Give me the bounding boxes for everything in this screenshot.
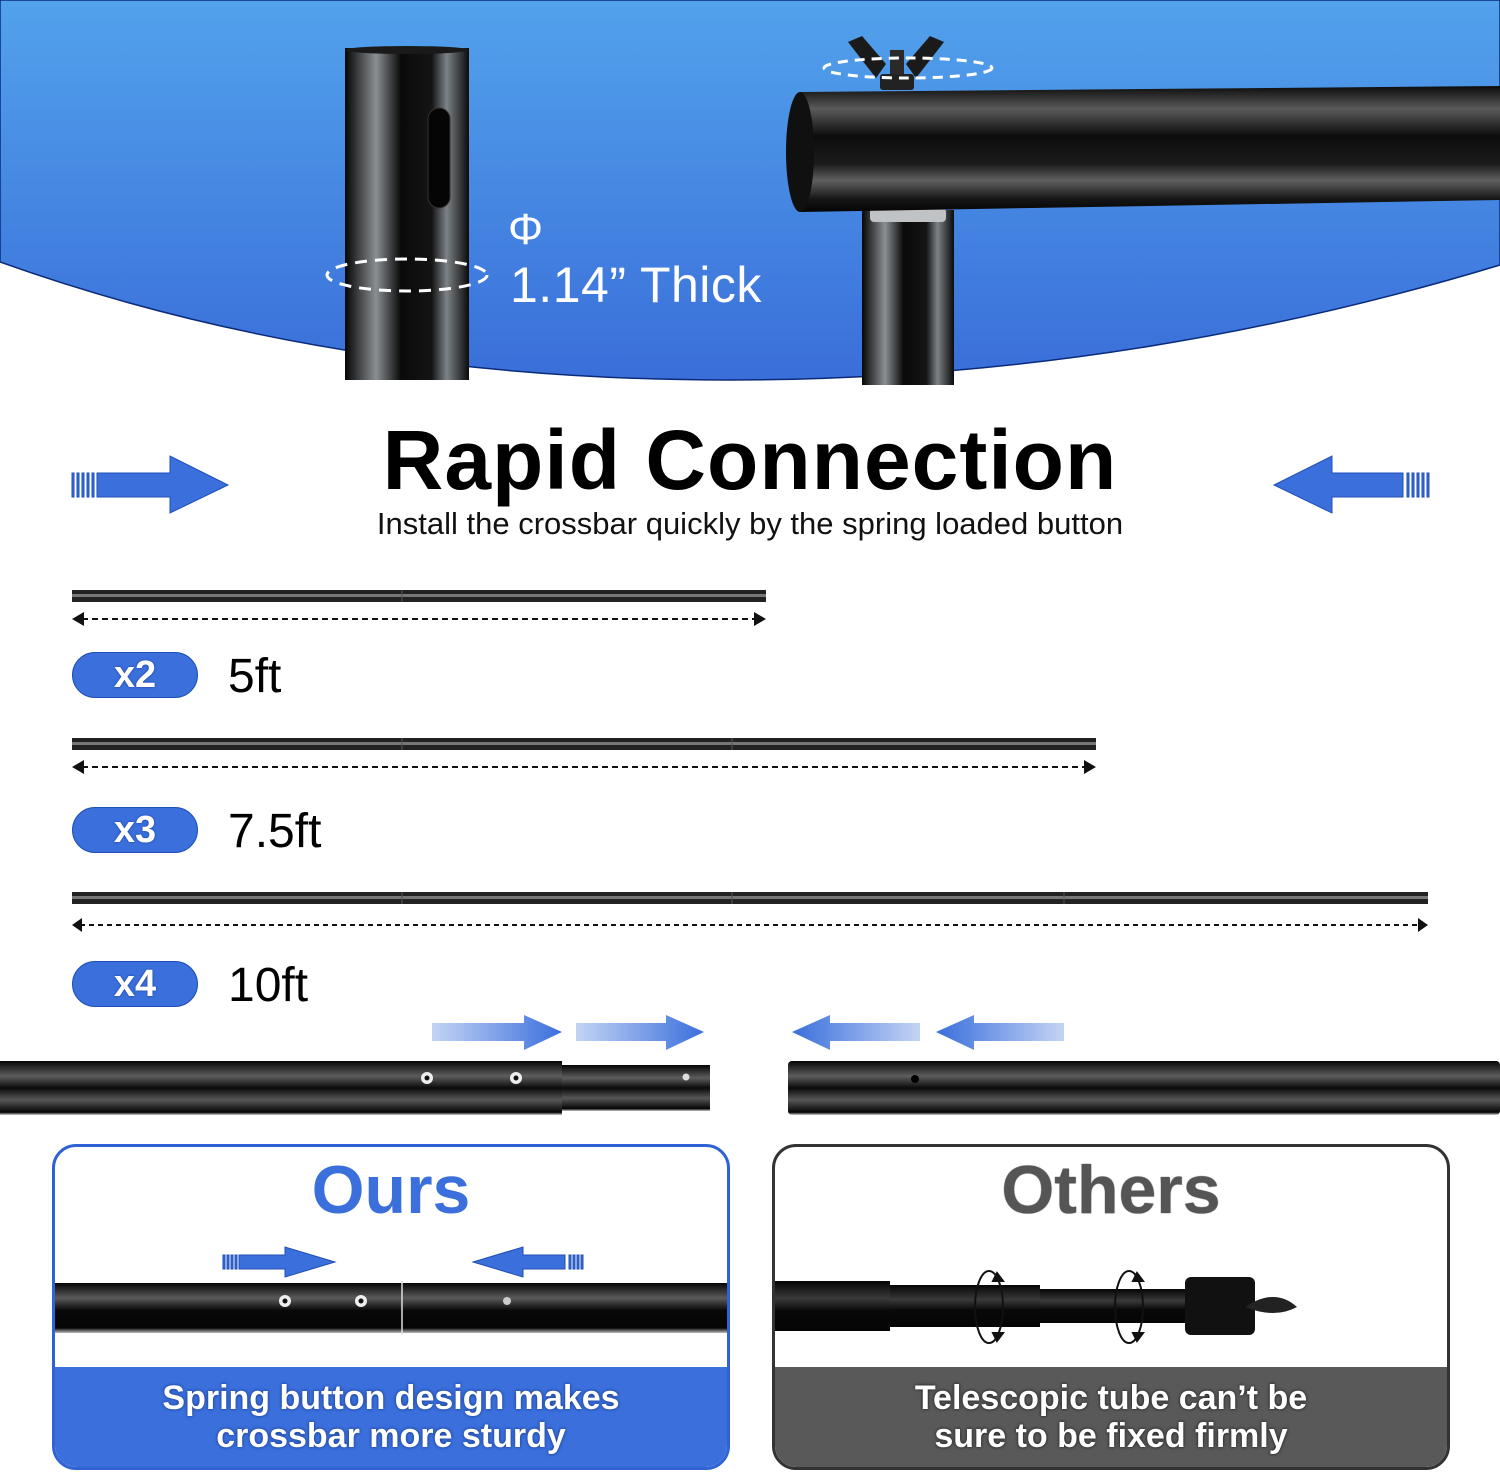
ours-caption-line1: Spring button design makes	[162, 1379, 620, 1417]
ours-caption-line2: crossbar more sturdy	[216, 1417, 566, 1455]
comparison-card-others: Others Telescopic tube can’t be	[772, 1144, 1450, 1470]
quantity-badge: x3	[72, 807, 198, 853]
crossbar-with-wing-nut-icon	[786, 36, 1500, 385]
quantity-badge: x4	[72, 961, 198, 1007]
others-title: Others	[1001, 1152, 1221, 1228]
others-caption-line1: Telescopic tube can’t be	[914, 1379, 1308, 1417]
arrow-left-icon	[1272, 455, 1430, 514]
arrow-left-icon	[471, 1246, 584, 1278]
others-tube-illustration	[775, 1270, 1297, 1344]
crossbar-diagram-7-5ft	[72, 738, 1096, 774]
crossbar-diagram-10ft	[72, 892, 1428, 932]
diameter-symbol: Φ	[508, 205, 544, 254]
ours-title: Ours	[311, 1152, 471, 1228]
rotate-arrow-icon	[974, 1270, 1005, 1344]
length-label: 5ft	[228, 650, 282, 703]
page-title: Rapid Connection	[382, 413, 1118, 507]
length-label: 10ft	[228, 959, 309, 1012]
page-subtitle: Install the crossbar quickly by the spri…	[376, 506, 1124, 541]
tube-with-slot-icon	[325, 46, 489, 380]
thickness-label: 1.14” Thick	[510, 257, 762, 313]
insert-arrow-right-icon	[576, 1015, 704, 1050]
hero-banner	[0, 0, 1500, 385]
insert-arrow-left-icon	[936, 1015, 1064, 1050]
rotate-arrow-icon	[1114, 1270, 1145, 1344]
quantity-badge: x2	[72, 652, 198, 698]
length-label: 7.5ft	[228, 805, 322, 858]
tube-connection-illustration	[0, 1015, 1500, 1115]
insert-arrow-right-icon	[432, 1015, 562, 1050]
arrow-right-icon	[222, 1246, 337, 1278]
arrow-right-icon	[71, 455, 230, 514]
comparison-card-ours: Ours Spring button desig	[52, 1144, 730, 1470]
others-caption: Telescopic tube can’t be sure to be fixe…	[775, 1367, 1447, 1467]
insert-arrow-left-icon	[792, 1015, 920, 1050]
others-caption-line2: sure to be fixed firmly	[934, 1417, 1288, 1455]
ours-tube-illustration	[55, 1246, 727, 1335]
crossbar-diagram-5ft	[72, 590, 766, 626]
ours-caption: Spring button design makes crossbar more…	[55, 1367, 727, 1467]
